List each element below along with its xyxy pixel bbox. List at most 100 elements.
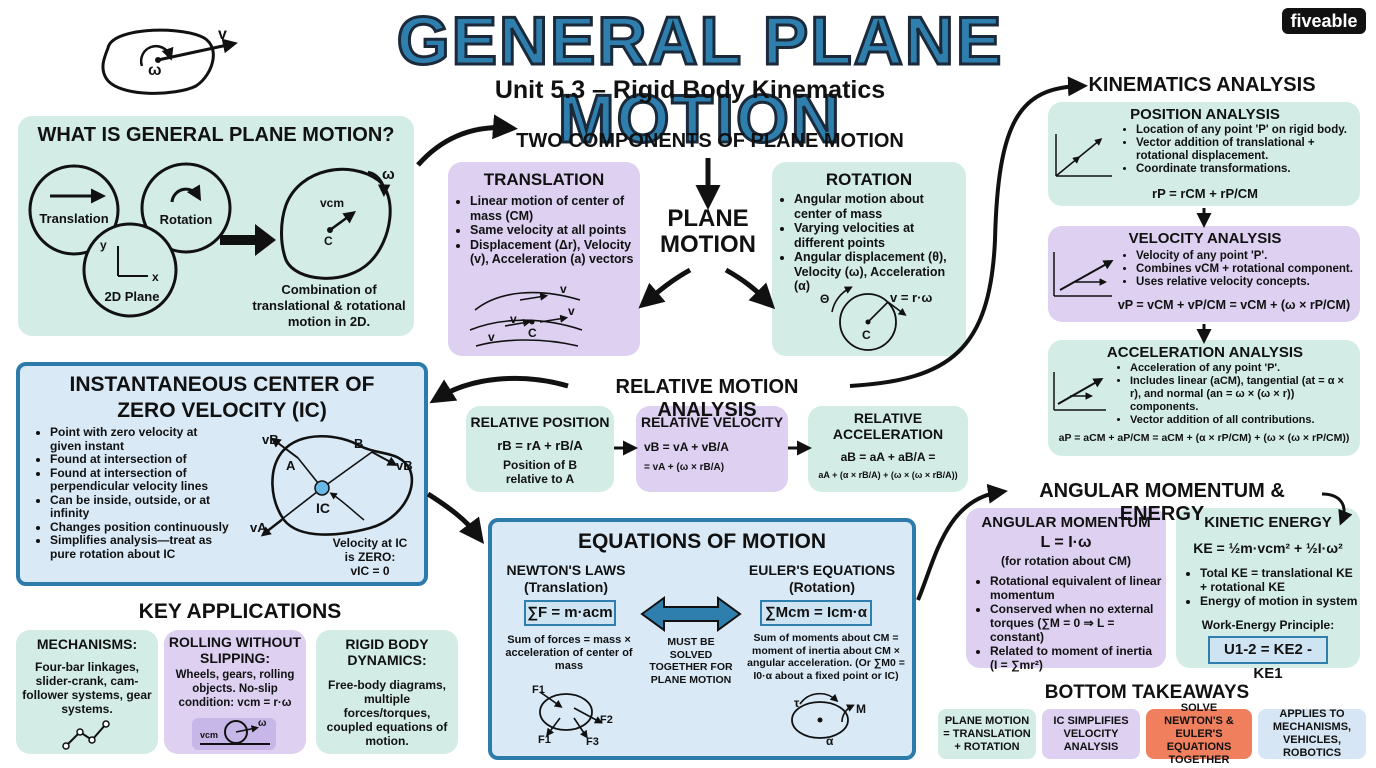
rolling-text: Wheels, gears, rolling objects. No-slip … — [175, 669, 295, 709]
velocity-analysis-formula: vP = vCM + vP/CM = vCM + (ω × rP/CM) — [1117, 298, 1351, 312]
newton-caption: Sum of forces = mass × acceleration of c… — [505, 634, 633, 672]
angular-title: ANGULAR MOMENTUM & ENERGY — [1039, 480, 1285, 525]
translation-sketch-label: v — [488, 330, 495, 344]
acceleration-analysis-sketch — [1053, 372, 1106, 411]
ic-title: INSTANTANEOUS CENTER OF ZERO VELOCITY (I… — [69, 373, 375, 422]
takeaway-applications: APPLIES TO MECHANISMS, VEHICLES, ROBOTIC… — [1258, 708, 1366, 759]
rolling-wheel-sketch — [192, 718, 276, 750]
takeaways-title: BOTTOM TAKEAWAYS — [1044, 682, 1250, 703]
kinetic-energy-formula: KE = ½m·vcm² + ½I·ω² — [1193, 540, 1343, 556]
acceleration-analysis-formula: aP = aCM + aP/CM = aCM + (α × rP/CM) + (… — [1058, 432, 1350, 444]
newton-force-label: F3 — [586, 736, 599, 748]
position-analysis-formula: rP = rCM + rP/CM — [1152, 186, 1258, 201]
brand-logo[interactable]: fiveable — [1282, 8, 1366, 34]
takeaway-ic: IC SIMPLIFIES VELOCITY ANALYSIS — [1042, 709, 1140, 759]
newton-force-label: F1 — [532, 684, 545, 696]
rotation-sketch — [831, 286, 907, 351]
body-vcm-label: vcm — [320, 196, 345, 210]
takeaway-plane-motion: PLANE MOTION = TRANSLATION + ROTATION — [938, 709, 1036, 759]
applications-title: KEY APPLICATIONS — [138, 600, 342, 623]
angular-momentum-title: ANGULAR MOMENTUM — [981, 514, 1151, 531]
ic-zero-note: Velocity at IC is ZERO: vIC = 0 — [332, 536, 408, 578]
rolling-title: ROLLING WITHOUT SLIPPING: — [168, 634, 302, 666]
kinematics-title: KINEMATICS ANALYSIS — [1088, 74, 1316, 96]
position-analysis-bullets: Location of any point 'P' on rigid body.… — [1118, 124, 1358, 176]
relative-position-caption: Position of B relative to A — [503, 458, 577, 486]
newton-formula: ∑F = m·acm — [524, 600, 616, 626]
rotation-bullets: Angular motion about center of mass Vary… — [776, 192, 962, 294]
page-title: GENERAL PLANE MOTION — [395, 2, 1004, 159]
ic-vb-label: vB — [396, 458, 413, 473]
translation-title: TRANSLATION — [483, 170, 605, 189]
translation-sketch-label: C — [528, 326, 537, 340]
translation-sketch-label: v — [560, 282, 567, 296]
acceleration-analysis-bullets: Acceleration of any point 'P'. Includes … — [1112, 362, 1358, 427]
euler-m-label: M — [856, 702, 866, 716]
relative-position-title: RELATIVE POSITION — [470, 414, 610, 430]
translation-sketch — [469, 291, 583, 347]
mechanisms-text: Four-bar linkages, slider-crank, cam-fol… — [22, 660, 152, 716]
newton-title: NEWTON'S LAWS (Translation) — [506, 562, 626, 595]
equations-title: EQUATIONS OF MOTION — [577, 530, 827, 553]
position-analysis-sketch — [1055, 134, 1112, 177]
rotation-circle-label: Rotation — [159, 212, 213, 227]
kinetic-energy-bullets: Total KE = translational KE + rotational… — [1182, 566, 1358, 608]
what-is-caption: Combination of translational & rotationa… — [252, 282, 406, 329]
work-energy-label: Work-Energy Principle: — [1201, 618, 1335, 632]
rolling-omega-label: ω — [258, 718, 267, 729]
euler-sketch — [791, 692, 855, 739]
rotation-formula: v = r·ω — [890, 290, 933, 305]
axis-y-label: y — [100, 238, 107, 252]
two-components-title: TWO COMPONENTS OF PLANE MOTION — [516, 130, 904, 152]
position-analysis-title: POSITION ANALYSIS — [1130, 106, 1280, 123]
euler-caption: Sum of moments about CM = moment of iner… — [747, 632, 905, 682]
what-is-title: WHAT IS GENERAL PLANE MOTION? — [37, 124, 395, 146]
corner-omega-label: ω — [148, 62, 162, 79]
relative-acceleration-formula-2: aA + (α × rB/A) + (ω × (ω × rB/A)) — [818, 470, 958, 480]
body-omega-label: ω — [382, 166, 395, 183]
relative-velocity-formula-2: = vA + (ω × rB/A) — [644, 462, 725, 473]
newton-force-label: F2 — [600, 714, 613, 726]
must-be-solved-double-arrow — [640, 596, 742, 632]
angular-momentum-sub: (for rotation about CM) — [1001, 554, 1131, 568]
ic-va-label: vA — [250, 520, 267, 535]
rolling-vcm-label: vcm — [200, 730, 219, 740]
relative-velocity-formula: vB = vA + vB/A — [644, 440, 729, 454]
euler-tau-label: τ — [794, 696, 800, 710]
work-energy-formula: U1-2 = KE2 - KE1 — [1208, 636, 1328, 682]
kinetic-energy-title: KINETIC ENERGY — [1204, 514, 1332, 531]
corner-v-label: v — [218, 26, 227, 43]
ic-bullets: Point with zero velocity at given instan… — [32, 425, 232, 561]
relative-position-formula: rB = rA + rB/A — [497, 438, 583, 453]
must-be-solved-note: MUST BE SOLVED TOGETHER FOR PLANE MOTION — [649, 636, 733, 686]
translation-circle-label: Translation — [39, 211, 109, 226]
ic-vb-label: vB — [262, 432, 279, 447]
relative-velocity-title: RELATIVE VELOCITY — [640, 414, 784, 430]
translation-sketch-label: v — [510, 312, 517, 326]
rigid-body-text: Free-body diagrams, multiple forces/torq… — [326, 678, 448, 748]
relative-acceleration-title: RELATIVE ACCELERATION — [832, 410, 944, 442]
plane-motion-center-label: PLANE MOTION — [660, 205, 756, 258]
ic-sketch — [260, 434, 414, 537]
mechanisms-title: MECHANISMS: — [36, 636, 138, 652]
ic-point-label: IC — [316, 500, 330, 516]
translation-bullets: Linear motion of center of mass (CM) Sam… — [452, 194, 636, 267]
newton-sketch — [539, 691, 603, 739]
ic-b-label: B — [354, 436, 364, 451]
velocity-analysis-sketch — [1053, 252, 1114, 297]
corner-body-icon — [101, 28, 238, 95]
acceleration-analysis-title: ACCELERATION ANALYSIS — [1106, 344, 1304, 361]
rotation-theta-label: Θ — [820, 292, 830, 306]
relative-title: RELATIVE MOTION ANALYSIS — [615, 376, 799, 421]
rigid-body-title: RIGID BODY DYNAMICS: — [345, 636, 429, 668]
translation-sketch-label: v — [568, 304, 575, 318]
angular-momentum-bullets: Rotational equivalent of linear momentum… — [972, 574, 1162, 672]
rotation-title: ROTATION — [825, 170, 913, 189]
relative-acceleration-formula: aB = aA + aB/A = — [840, 450, 936, 464]
euler-title: EULER'S EQUATIONS (Rotation) — [748, 562, 896, 595]
rotation-c-label: C — [862, 328, 871, 342]
axis-x-label: x — [152, 270, 159, 284]
page-subtitle: Unit 5.3 – Rigid Body Kinematics — [494, 76, 886, 104]
